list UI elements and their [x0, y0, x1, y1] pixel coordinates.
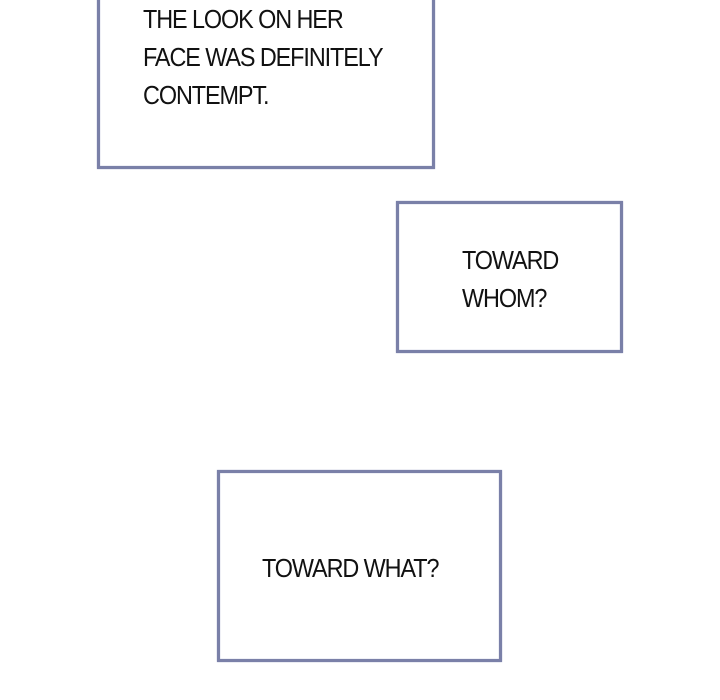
- caption-3-text: TOWARD WHAT?: [262, 549, 439, 587]
- caption-box-3: [217, 470, 502, 662]
- caption-2-text: TOWARD WHOM?: [462, 241, 559, 317]
- caption-line: WHOM?: [462, 283, 547, 313]
- caption-box-1: [97, 0, 435, 169]
- caption-line: CONTEMPT.: [143, 80, 270, 110]
- caption-line: FACE WAS DEFINITELY: [143, 42, 384, 72]
- caption-line: THE LOOK ON HER: [143, 4, 344, 34]
- caption-1-text: THE LOOK ON HER FACE WAS DEFINITELY CONT…: [143, 0, 384, 114]
- caption-line: TOWARD: [462, 245, 559, 275]
- caption-box-2: [396, 201, 623, 353]
- caption-line: TOWARD WHAT?: [262, 553, 439, 583]
